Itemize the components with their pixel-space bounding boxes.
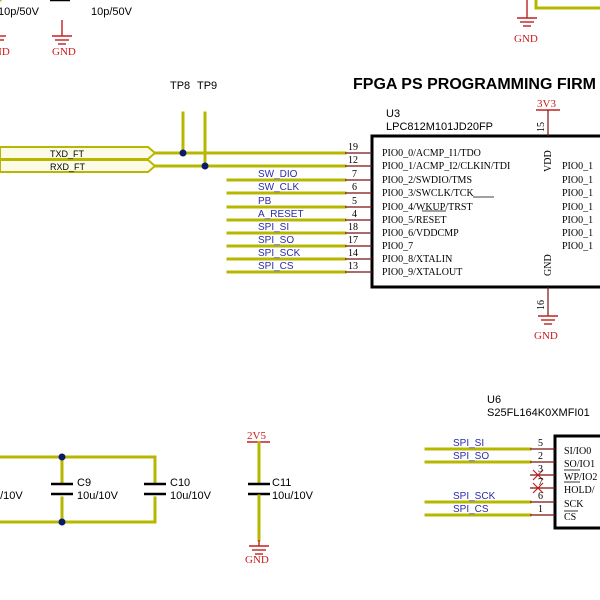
u3-right-pin: PIO0_1 xyxy=(562,202,593,213)
u6-pin-name: CS xyxy=(564,512,576,523)
junction-dot xyxy=(179,149,187,157)
u6-pin-num: 7 xyxy=(538,477,543,488)
net-txd: TXD_FT xyxy=(50,149,85,159)
net-label: SPI_SO xyxy=(453,451,489,462)
u6-ref: U6 xyxy=(487,394,501,406)
gnd-label: GND xyxy=(245,554,269,566)
net-label: SPI_SCK xyxy=(453,491,496,502)
u3-pin-num: 13 xyxy=(348,261,358,272)
u3-pin-name: PIO0_9/XTALOUT xyxy=(382,267,462,278)
txd-port xyxy=(0,146,157,160)
c10-value: 10u/10V xyxy=(170,490,212,502)
u3-right-pin: PIO0_1 xyxy=(562,161,593,172)
net-label: SW_CLK xyxy=(258,182,299,193)
u3-pin-num: 4 xyxy=(352,209,357,220)
net-label: PB xyxy=(258,196,272,207)
u3-pin-num: 19 xyxy=(348,142,358,153)
c9-ref: C9 xyxy=(77,477,91,489)
net-label: SW_DIO xyxy=(258,169,298,180)
net-label: SPI_CS xyxy=(258,261,294,272)
c9-value: 10u/10V xyxy=(77,490,119,502)
junction-dot xyxy=(58,453,66,461)
u3-vdd-net: 3V3 xyxy=(537,98,556,110)
u3-pin-name: PIO0_0/ACMP_I1/TDO xyxy=(382,148,481,159)
u3-right-pin: PIO0_1 xyxy=(562,241,593,252)
rxd-port xyxy=(0,159,157,173)
u3-pin-num: 7 xyxy=(352,169,357,180)
u3-right-pin: PIO0_1 xyxy=(562,228,593,239)
net-label: A_RESET xyxy=(258,209,304,220)
u6-pin-num: 5 xyxy=(538,438,543,449)
u3-vdd-label: VDD xyxy=(543,150,554,172)
u6-pin-num: 2 xyxy=(538,451,543,462)
u3-pin-name: PIO0_5/RESET xyxy=(382,215,446,226)
c11-net: 2V5 xyxy=(247,430,266,442)
u3-ref: U3 xyxy=(386,108,400,120)
u6-pin-name: WP/IO2 xyxy=(564,472,597,483)
u3-pin-name: PIO0_3/SWCLK/TCK xyxy=(382,188,474,199)
c10-ref: C10 xyxy=(170,477,190,489)
u3-pin-name: PIO0_2/SWDIO/TMS xyxy=(382,175,472,186)
u3-right-pin: PIO0_1 xyxy=(562,188,593,199)
decoupling-caps: u/10V C9 10u/10V C10 10u/10V xyxy=(0,453,212,526)
u6-pin-name: SCK xyxy=(564,499,584,510)
u3-pin-name: PIO0_7 xyxy=(382,241,413,252)
u3-pin-name: PIO0_1/ACMP_I2/CLKIN/TDI xyxy=(382,161,510,172)
u3-part: LPC812M101JD20FP xyxy=(386,121,493,133)
u3-pin-num: 14 xyxy=(348,248,358,259)
cap-value: u/10V xyxy=(0,490,23,502)
u3-gnd-net: GND xyxy=(534,330,558,342)
u3-right-pin: PIO0_1 xyxy=(562,175,593,186)
u3-pin-num: 18 xyxy=(348,222,358,233)
top-left-caps: 10p/50V 10p/50V GND GND xyxy=(0,0,133,58)
u3-gnd-pin: 16 xyxy=(536,300,547,310)
junction-dot xyxy=(58,518,66,526)
u6-part: S25FL164K0XMFI01 xyxy=(487,407,590,419)
net-rxd: RXD_FT xyxy=(50,162,86,172)
c11: 2V5 C11 10u/10V GND xyxy=(245,430,314,566)
u6-pin-name: SI/IO0 xyxy=(564,446,591,457)
u6-pin-num: 3 xyxy=(538,464,543,475)
u3-pin-name: PIO0_4/WKUP/TRST xyxy=(382,202,473,213)
u3-pin-num: 6 xyxy=(352,182,357,193)
cap-value: 10p/50V xyxy=(0,6,40,18)
u3-pin-num: 5 xyxy=(352,196,357,207)
cap-value: 10p/50V xyxy=(91,6,133,18)
u3-gnd-label: GND xyxy=(543,254,554,276)
u3-body xyxy=(370,134,600,289)
c11-value: 10u/10V xyxy=(272,490,314,502)
u6-pin-num: 6 xyxy=(538,491,543,502)
net-label: SPI_SI xyxy=(453,438,484,449)
u3-pin-name: PIO0_6/VDDCMP xyxy=(382,228,459,239)
gnd-label: GND xyxy=(514,33,538,45)
u3-pin-num: 17 xyxy=(348,235,358,246)
net-label: SPI_SI xyxy=(258,222,289,233)
u3-right-pin: PIO0_1 xyxy=(562,215,593,226)
net-label: SPI_SCK xyxy=(258,248,301,259)
u3-pin-num: 12 xyxy=(348,155,358,166)
junction-dot xyxy=(201,162,209,170)
u3-vdd-pin: 15 xyxy=(536,122,547,132)
u6-pin-name: HOLD/ xyxy=(564,485,595,496)
tp9-label: TP9 xyxy=(197,80,217,92)
c11-ref: C11 xyxy=(272,477,291,489)
gnd-label: GND xyxy=(52,46,76,58)
u6-pin-num: 1 xyxy=(538,504,543,515)
net-label: SPI_CS xyxy=(453,504,489,515)
u6-pin-name: SO/IO1 xyxy=(564,459,595,470)
top-right-gnd: GND xyxy=(514,0,600,45)
sheet-title: FPGA PS PROGRAMMING FIRM xyxy=(353,76,596,93)
u3-pin-name: PIO0_8/XTALIN xyxy=(382,254,452,265)
tp8-label: TP8 xyxy=(170,80,190,92)
gnd-label: GND xyxy=(0,46,10,58)
net-label: SPI_SO xyxy=(258,235,294,246)
